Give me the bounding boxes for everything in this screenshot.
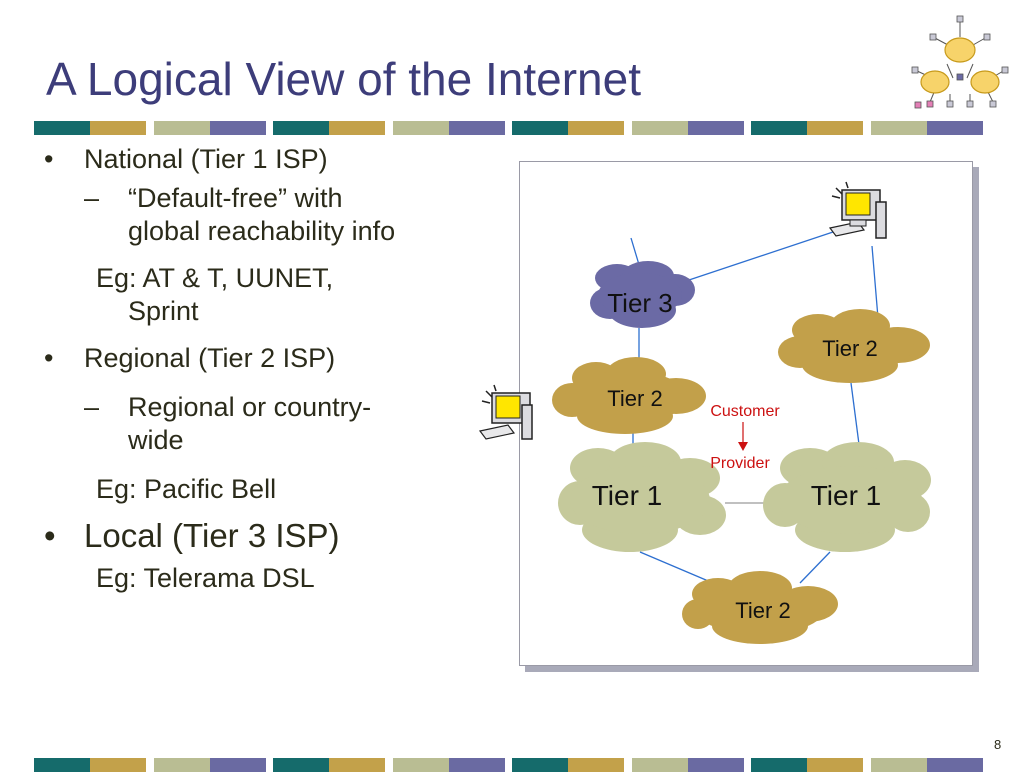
page-number: 8 xyxy=(994,737,1002,752)
tier2-cloud-top-right xyxy=(778,309,930,383)
computer-icon xyxy=(828,181,887,239)
bullet-item: •Regional (Tier 2 ISP) xyxy=(44,343,336,373)
tier2-cloud-bottom xyxy=(682,571,838,644)
tier1-label-right: Tier 1 xyxy=(811,480,882,511)
tier1-label-left: Tier 1 xyxy=(592,480,663,511)
sub-bullet-item: –Regional or country-wide xyxy=(84,392,372,455)
tier2-label-bottom: Tier 2 xyxy=(735,598,790,623)
bullet-item: •National (Tier 1 ISP) xyxy=(44,144,328,174)
tier1-cloud-right xyxy=(763,442,931,552)
tier3-cloud xyxy=(590,261,695,328)
network-logo-icon xyxy=(911,15,1009,109)
slide-title: A Logical View of the Internet xyxy=(46,53,641,105)
tier3-label: Tier 3 xyxy=(607,288,673,318)
tier2-label-top-right: Tier 2 xyxy=(822,336,877,361)
bullet-list: •National (Tier 1 ISP) –“Default-free” w… xyxy=(44,143,484,595)
tier2-label-left: Tier 2 xyxy=(607,386,662,411)
customer-label: Customer xyxy=(710,403,780,420)
bullet-item: •Local (Tier 3 ISP) xyxy=(44,517,340,554)
network-links xyxy=(630,231,879,584)
arrow-head-icon xyxy=(738,442,748,451)
computer-icon xyxy=(478,384,533,440)
provider-label: Provider xyxy=(710,455,770,472)
tier2-cloud-left xyxy=(552,357,706,434)
example-text: Eg: Telerama DSL xyxy=(96,563,315,593)
tier1-cloud-left xyxy=(558,442,726,552)
example-text: Eg: AT & T, UUNET,Sprint xyxy=(96,263,334,326)
example-text: Eg: Pacific Bell xyxy=(96,474,277,504)
